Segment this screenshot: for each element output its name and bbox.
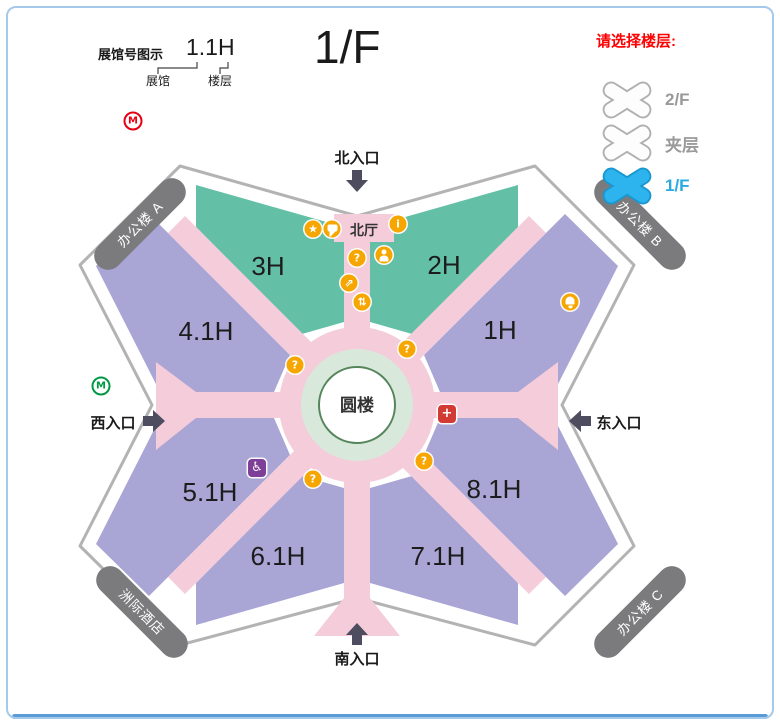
- hall-label-8-1h: 8.1H: [467, 474, 522, 504]
- north-hall-label: 北厅: [350, 222, 378, 238]
- building-office-a: [94, 178, 186, 270]
- walkway-north: [344, 214, 370, 334]
- question-icon[interactable]: ?: [398, 340, 416, 358]
- floor-icon-mezzanine: [602, 124, 652, 162]
- building-hotel: [96, 566, 188, 658]
- hall-label-7-1h: 7.1H: [411, 541, 466, 571]
- west-entrance-arrow: [143, 410, 165, 432]
- metro-icon-red[interactable]: M: [123, 111, 143, 131]
- floor-option-1f[interactable]: 1/F: [598, 166, 690, 206]
- attendant-icon[interactable]: [375, 246, 393, 264]
- legend-title: 展馆号图示: [98, 47, 164, 62]
- question-icon[interactable]: ?: [286, 356, 304, 374]
- north-entrance-label: 北入口: [334, 150, 380, 167]
- hall-2h[interactable]: [370, 185, 518, 334]
- walkway-south: [314, 476, 400, 636]
- east-entrance-label: 东入口: [596, 415, 642, 432]
- hall-label-3h: 3H: [251, 251, 284, 281]
- info-icon[interactable]: i: [389, 215, 407, 233]
- hall-label-4-1h: 4.1H: [179, 316, 234, 346]
- floor-picker-prompt: 请选择楼层:: [596, 33, 676, 50]
- walkway-east: [431, 362, 558, 450]
- escalator-icon[interactable]: ⇗: [340, 274, 358, 292]
- north-entrance-arrow: [346, 170, 368, 192]
- legend-callout-lines: [157, 62, 229, 74]
- walkway-se: [391, 439, 546, 594]
- floor-icon-2f: [602, 81, 652, 119]
- west-entrance-label: 西入口: [90, 415, 136, 432]
- hall-label-5-1h: 5.1H: [183, 477, 238, 507]
- building-office-c: [594, 566, 686, 658]
- bell-icon[interactable]: [561, 293, 579, 311]
- hall-label-6-1h: 6.1H: [251, 541, 306, 571]
- walkway-sw: [168, 439, 323, 594]
- hall-5-1h[interactable]: [96, 418, 290, 596]
- star-icon[interactable]: ★: [304, 220, 322, 238]
- floor-option-1f-label: 1/F: [665, 176, 690, 195]
- walkway-ne: [391, 216, 546, 371]
- legend-floor-callout: 楼层: [207, 74, 232, 88]
- page-title: 1/F: [314, 21, 381, 73]
- legend-hall-callout: 展馆: [145, 74, 170, 88]
- south-entrance-label: 南入口: [334, 651, 380, 668]
- round-building-label: 圆楼: [340, 395, 374, 415]
- hall-4-1h[interactable]: [96, 214, 290, 392]
- east-entrance-arrow: [569, 410, 591, 432]
- hall-1h[interactable]: [424, 214, 618, 392]
- floor-option-mezzanine-label: 夹层: [665, 135, 699, 155]
- question-icon[interactable]: ?: [348, 249, 366, 267]
- south-entrance-arrow: [346, 623, 368, 645]
- legend-sample: 1.1H: [186, 34, 235, 60]
- bottom-accent-bar: [12, 714, 768, 719]
- floor-option-mezzanine[interactable]: 夹层: [598, 123, 699, 163]
- chat-icon[interactable]: [323, 220, 341, 238]
- hall-label-2h: 2H: [427, 250, 460, 280]
- accessible-service-icon[interactable]: ♿: [248, 459, 266, 477]
- question-icon[interactable]: ?: [304, 470, 322, 488]
- floor-option-2f[interactable]: 2/F: [598, 80, 690, 120]
- floor-icon-1f: [602, 167, 652, 205]
- hall-label-1h: 1H: [483, 315, 516, 345]
- walkway-nw: [168, 216, 323, 371]
- hall-7-1h[interactable]: [370, 476, 518, 625]
- round-building[interactable]: [318, 366, 396, 444]
- floor-option-2f-label: 2/F: [665, 90, 690, 109]
- walkway-west: [156, 362, 283, 450]
- hall-6-1h[interactable]: [196, 476, 344, 625]
- hall-8-1h[interactable]: [424, 418, 618, 596]
- elevator-icon[interactable]: ⇅: [353, 293, 371, 311]
- question-icon[interactable]: ?: [415, 452, 433, 470]
- metro-icon-green[interactable]: M: [91, 376, 111, 396]
- first-aid-icon[interactable]: +: [438, 405, 456, 423]
